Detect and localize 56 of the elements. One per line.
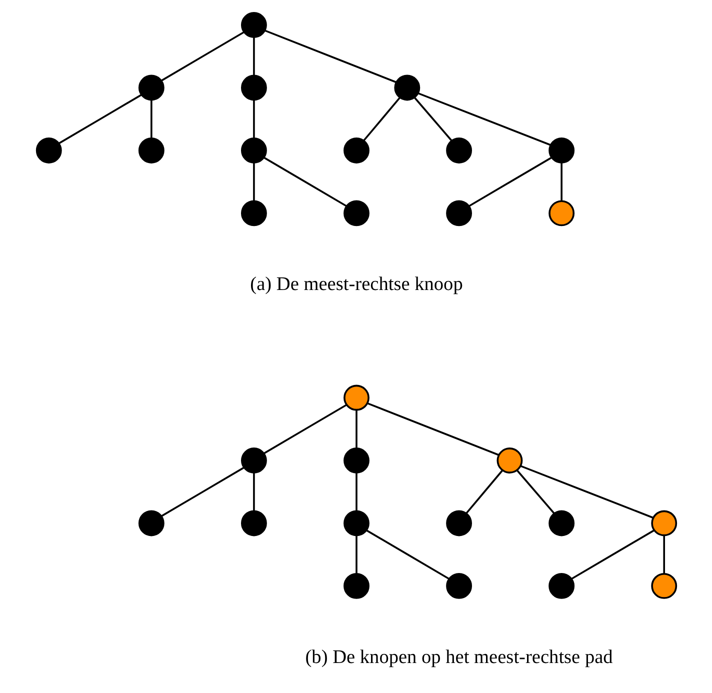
connector (516, 470, 554, 514)
connector (252, 472, 254, 512)
connector (264, 30, 396, 84)
connector (366, 402, 499, 456)
connector (355, 410, 357, 448)
node-circle (240, 138, 266, 164)
connector (570, 530, 654, 580)
node-circle (240, 12, 266, 38)
node-circle (138, 510, 164, 536)
node-circle (446, 200, 472, 226)
connector (58, 94, 142, 144)
node-circle (394, 74, 420, 101)
connector (263, 404, 346, 454)
node-circle (240, 448, 266, 474)
connector (355, 472, 357, 512)
connector (362, 97, 400, 142)
connector (160, 31, 244, 82)
connector (417, 92, 550, 146)
node-circle (446, 510, 472, 536)
node-circle (343, 138, 369, 164)
connector (465, 470, 502, 514)
connector (150, 100, 152, 138)
connector (366, 530, 449, 580)
node-circle (548, 138, 574, 164)
node-circle (343, 510, 369, 536)
node-circle (343, 448, 369, 474)
node-circle (548, 572, 574, 599)
node-circle (496, 448, 522, 474)
node-circle (240, 74, 266, 101)
connector (252, 100, 254, 138)
node-circle (446, 572, 472, 599)
node-circle (650, 572, 677, 599)
connector (160, 466, 244, 517)
connector (560, 162, 562, 201)
connector (355, 536, 357, 574)
node-circle (446, 138, 472, 164)
connector (414, 97, 452, 142)
node-circle (343, 572, 369, 599)
node-circle (240, 510, 266, 536)
connector (468, 156, 552, 207)
node-circle (343, 200, 369, 226)
node-circle (548, 510, 574, 536)
node-circle (343, 384, 369, 411)
connector (662, 536, 665, 574)
node-circle (240, 200, 266, 226)
connector (252, 162, 254, 201)
label: (b) De knopen op het meest-rechtse pad (304, 646, 612, 668)
connector (252, 37, 254, 76)
node-circle (138, 74, 164, 101)
node-circle (650, 510, 677, 536)
connector (520, 465, 653, 519)
label: (a) De meest-rechtse knoop (250, 274, 462, 296)
connector (263, 156, 346, 207)
node-circle (548, 200, 574, 226)
node-circle (138, 138, 164, 164)
node-circle (35, 138, 62, 164)
